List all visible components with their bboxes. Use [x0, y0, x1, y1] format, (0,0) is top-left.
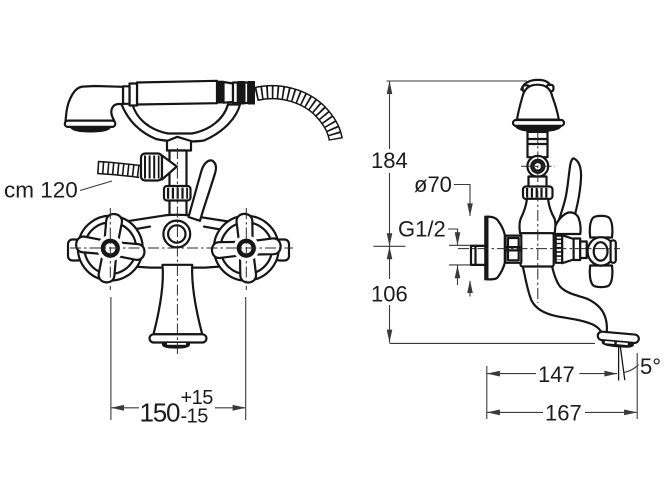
svg-text:ø70: ø70 — [414, 172, 452, 197]
svg-text:+15: +15 — [181, 387, 214, 409]
svg-text:G1/2: G1/2 — [398, 217, 446, 242]
svg-text:167: 167 — [545, 401, 582, 426]
svg-text:150: 150 — [140, 398, 181, 428]
svg-text:cm 120: cm 120 — [4, 178, 78, 203]
svg-text:5°: 5° — [640, 354, 661, 379]
svg-text:184: 184 — [371, 148, 408, 173]
svg-text:-15: -15 — [181, 406, 209, 428]
svg-text:147: 147 — [538, 362, 575, 387]
svg-text:106: 106 — [371, 282, 408, 307]
